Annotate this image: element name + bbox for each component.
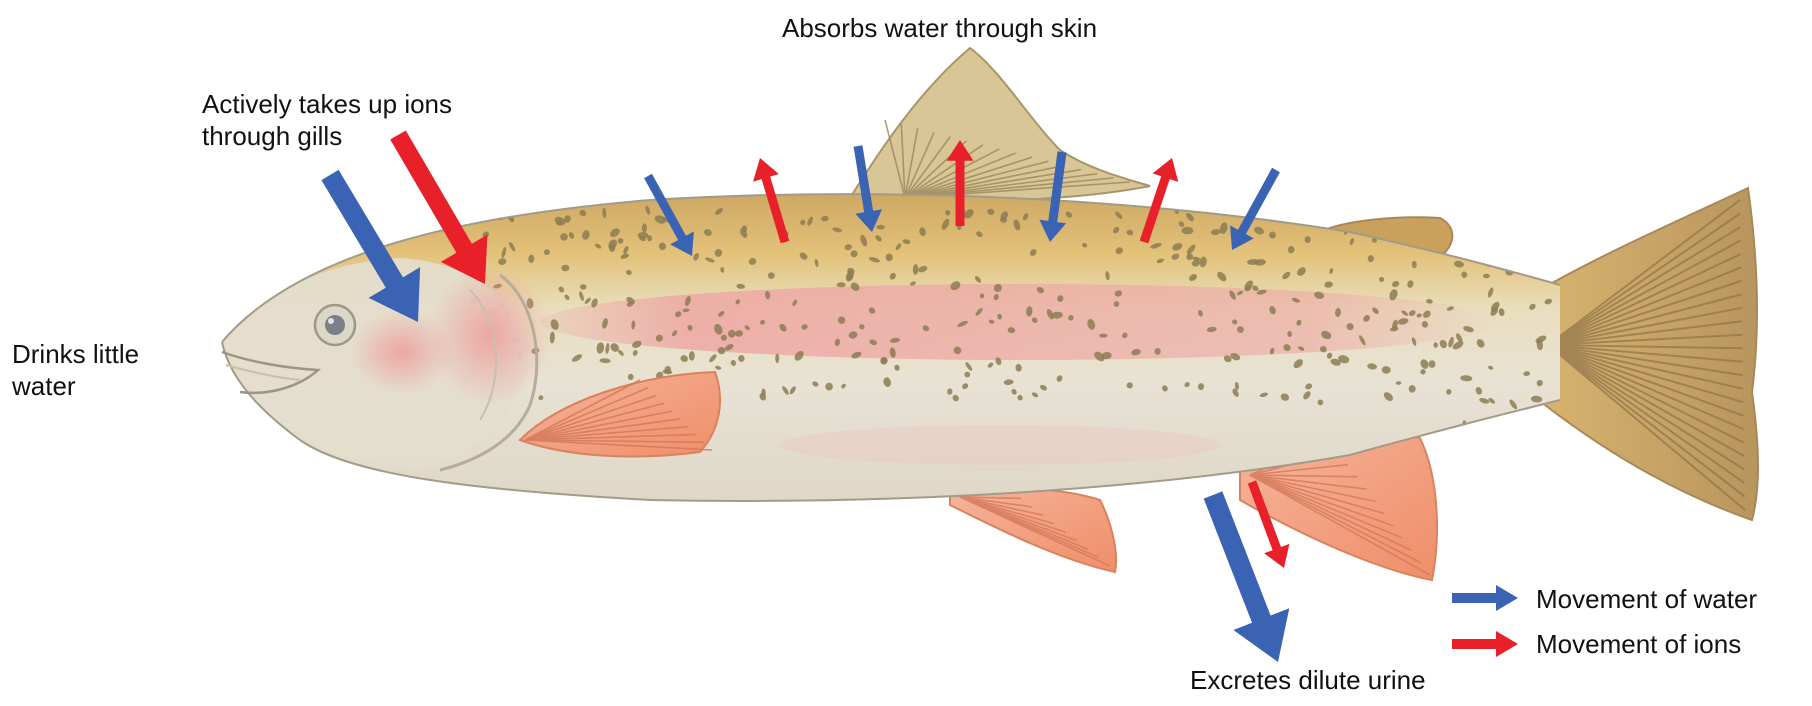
legend-water-arrow-icon	[1452, 584, 1522, 612]
label-takes-up-ions-line1: Actively takes up ions	[202, 88, 452, 120]
label-absorbs-water: Absorbs water through skin	[782, 12, 1097, 44]
label-takes-up-ions-line2: through gills	[202, 120, 452, 152]
pink-lateral-stripe	[540, 284, 1500, 360]
label-drinks-water-line2: water	[12, 370, 139, 402]
label-drinks-water: Drinks little water	[12, 338, 139, 402]
label-absorbs-water-text: Absorbs water through skin	[782, 12, 1097, 44]
label-excretes-urine-text: Excretes dilute urine	[1190, 664, 1426, 696]
label-excretes-urine: Excretes dilute urine	[1190, 664, 1426, 696]
legend-ions-label: Movement of ions	[1536, 628, 1741, 660]
label-takes-up-ions: Actively takes up ions through gills	[202, 88, 452, 152]
legend-water-label: Movement of water	[1536, 583, 1757, 615]
label-drinks-water-line1: Drinks little	[12, 338, 139, 370]
legend-ions-arrow-icon	[1452, 630, 1522, 658]
